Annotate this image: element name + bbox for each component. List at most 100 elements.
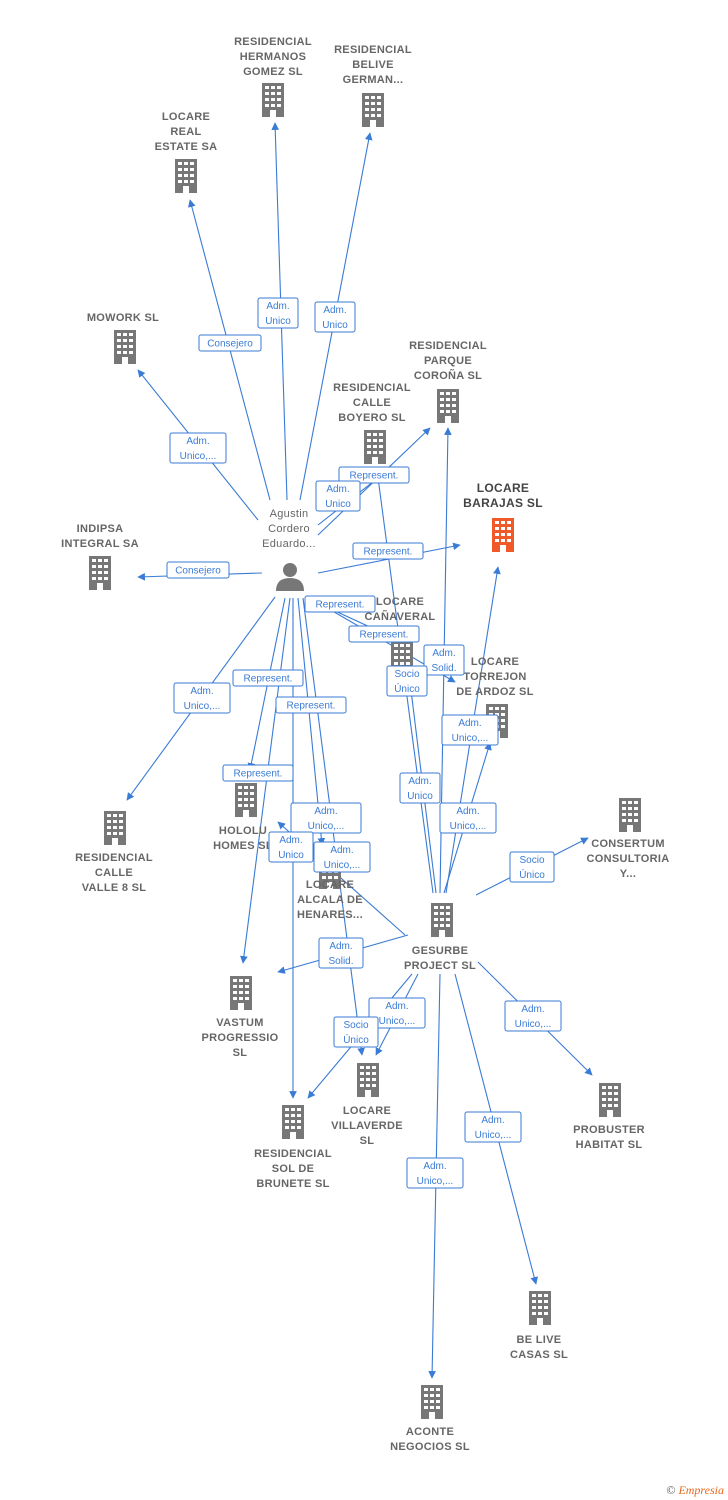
node-belive[interactable]: RESIDENCIALBELIVEGERMAN... [334,44,412,127]
edge-label-text: Socio [394,669,419,680]
edge-label-text: Represent. [364,547,413,558]
node-label-parque: PARQUE [424,355,472,367]
edge-label-agustin-to-valle8[interactable]: Adm.Unico,... [173,682,231,714]
building-icon [235,783,257,817]
brand-name: Empresia [678,1483,724,1497]
edge-label-agustin-to-hololu[interactable]: Represent. [232,669,304,687]
edge-label-agustin-to-alcala[interactable]: Adm. Unico,... [290,802,362,834]
edge-label-gesurbe-to-belive_casas[interactable]: Adm.Unico,... [464,1111,522,1143]
node-label-villaverde: SL [360,1135,375,1147]
node-label-hololu: HOMES SL [213,840,273,852]
building-icon [230,976,252,1010]
edge-label-agustin-to-mowork[interactable]: Adm.Unico,... [169,432,227,464]
edge-label-gesurbe-to-aconte[interactable]: Adm.Unico,... [406,1157,464,1189]
edge-label-gesurbe-to-torrejon[interactable]: Adm.Unico,... [441,714,499,746]
edge-label-text: Solid. [431,663,456,674]
footer-brand: © Empresia [666,1483,724,1498]
edge-label-text: Consejero [175,566,221,577]
edge-label-box [198,334,262,352]
edge-label-gesurbe-to-villaverde[interactable]: Adm.Unico,... [368,997,426,1029]
node-label-brunete: SOL DE [272,1163,315,1175]
edge-label-agustin-to-vastum[interactable]: Represent. [222,764,294,782]
node-label-boyero: CALLE [353,397,391,409]
edge-label-box [232,669,304,687]
edge-label-box [386,665,428,697]
node-agustin[interactable]: AgustinCorderoEduardo... [262,508,316,591]
node-label-aconte: ACONTE [406,1426,454,1438]
edge-label-agustin-to-locare_real[interactable]: Consejero [198,334,262,352]
edge-label-gesurbe-to-parque[interactable]: Adm.Unico [399,772,441,804]
edge-label-text: Adm. [314,806,337,817]
edge-label-agustin-to-canaveral[interactable]: Represent. [304,595,376,613]
edge-label-text: Adm. [186,436,209,447]
edge-label-agustin-to-parque[interactable]: Adm.Unico [315,480,361,512]
node-label-vastum: VASTUM [216,1017,263,1029]
node-label-belive_casas: BE LIVE [517,1334,562,1346]
edge-label-gesurbe-to-barajas[interactable]: Adm.Unico,... [439,802,497,834]
edge-label-text: Adm. [432,648,455,659]
node-label-boyero: BOYERO SL [338,412,406,424]
node-label-agustin: Eduardo... [262,538,316,550]
building-icon [357,1063,379,1097]
building-icon [421,1385,443,1419]
edge-label-agustin-to-hermanos[interactable]: Adm.Unico [257,297,299,329]
node-mowork[interactable]: MOWORK SL [87,312,159,364]
edge-label-agustin-to-belive[interactable]: Adm.Unico [314,301,356,333]
edge-label-text: Adm. [279,835,302,846]
edge-label-box [290,802,362,834]
edge-label-text: Unico,... [308,821,345,832]
edge-label-agustin-to-barajas[interactable]: Represent. [352,542,424,560]
edge-label-text: Represent. [360,630,409,641]
edge-label-box [268,831,314,863]
building-icon [89,556,111,590]
edge-label-text: Represent. [316,600,365,611]
edge-label-text: Unico,... [184,701,221,712]
edge-label-gesurbe-to-vastum[interactable]: Adm.Solid. [318,937,364,969]
edge-label-text: Único [519,868,545,881]
edge-label-gesurbe-to-hololu[interactable]: Adm.Unico [268,831,314,863]
node-label-valle8: CALLE [95,867,133,879]
edge-label-agustin-to-indipsa[interactable]: Consejero [166,561,230,579]
edge-label-text: Unico [265,316,291,327]
edge-label-box [504,1000,562,1032]
edge-label-agustin-to-torrejon[interactable]: Represent. [348,625,420,643]
edge-label-agustin-to-boyero[interactable]: Represent. [338,466,410,484]
edge-label-agustin-to-brunete[interactable]: Represent. [275,696,347,714]
edge-label-text: Socio [519,855,544,866]
edge-label-box [304,595,376,613]
edge-label-gesurbe-to-canaveral[interactable]: Adm. Solid. [423,644,465,676]
edge-label-text: Adm. [456,806,479,817]
edge-label-gesurbe-to-probuster[interactable]: Adm.Unico,... [504,1000,562,1032]
node-label-mowork: MOWORK SL [87,312,159,324]
edge-label-text: Adm. [385,1001,408,1012]
edge-label-text: Socio [343,1020,368,1031]
building-icon [529,1291,551,1325]
node-label-torrejon: LOCARE [471,656,519,668]
node-consertum[interactable]: CONSERTUMCONSULTORIAY... [587,798,670,880]
node-label-indipsa: INDIPSA [77,523,124,535]
edge-label-agustin-to-villaverde[interactable]: Adm.Unico,... [313,841,371,873]
node-label-consertum: CONSULTORIA [587,853,670,865]
person-icon [276,563,304,591]
